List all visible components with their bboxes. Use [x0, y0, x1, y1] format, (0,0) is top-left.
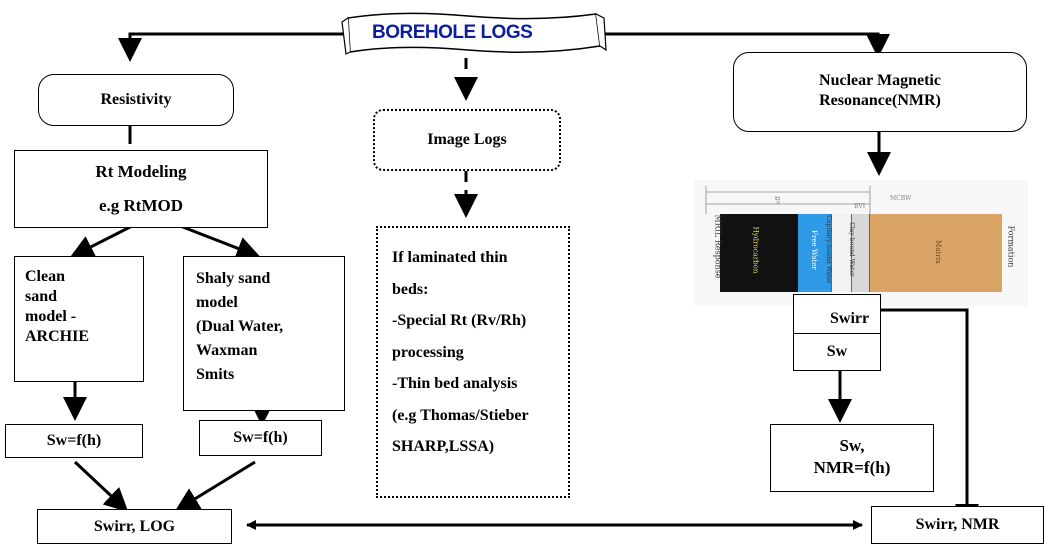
- laminated-line: beds:: [392, 280, 429, 298]
- image-logs-label: Image Logs: [427, 131, 507, 148]
- sw-nmr-line: Sw,: [839, 436, 865, 455]
- clean-sand-line: sand: [25, 288, 58, 305]
- nmr-figure-svg: eff BVI MCBW: [705, 186, 912, 214]
- banner-scroll: [341, 12, 607, 55]
- nmr-line: Nuclear Magnetic: [819, 72, 941, 89]
- wire-banner-nmr: [598, 32, 890, 58]
- shaly-sand-line: (Dual Water,: [196, 318, 284, 335]
- sw-clean-label: Sw=f(h): [46, 432, 102, 449]
- sw-shaly-label: Sw=f(h): [233, 429, 288, 446]
- nmr-label-capillary: Capillary-bound Water: [824, 215, 832, 284]
- swirr-label: Swirr: [830, 310, 870, 327]
- wire-banner-resistivity: [118, 32, 348, 62]
- nmr-line: Resonance(NMR): [819, 92, 941, 109]
- clean-sand-line: Clean: [25, 268, 65, 285]
- shaly-sand-box: Shaly sand model (Dual Water, Waxman Smi…: [183, 256, 345, 411]
- swirr-box: Swirr: [793, 294, 881, 334]
- resistivity-box: Resistivity: [38, 74, 234, 126]
- wire-swclean-log: [73, 460, 129, 513]
- nmr-label-matrix: Matrix: [933, 240, 942, 264]
- clean-sand-line: model -: [25, 308, 77, 325]
- sw-box: Sw: [793, 333, 881, 371]
- nmr-response-figure: eff BVI MCBW MRIL Response Hydrocarbon F…: [694, 180, 1028, 306]
- swirr-log-box: Swirr, LOG: [37, 509, 232, 544]
- laminated-line: -Special Rt (Rv/Rh): [392, 312, 527, 329]
- laminated-line: -Thin bed analysis: [392, 375, 518, 392]
- shaly-sand-line: Smits: [196, 366, 235, 383]
- nmr-label-free-water: Free Water: [809, 230, 818, 270]
- svg-text:BVI: BVI: [854, 203, 866, 210]
- sw-nmr-box: Sw, NMR=f(h): [770, 424, 934, 492]
- swirr-log-label: Swirr, LOG: [93, 517, 176, 535]
- wire-swshaly-log: [174, 460, 256, 512]
- resistivity-label: Resistivity: [100, 91, 172, 108]
- clean-sand-line: ARCHIE: [25, 328, 90, 345]
- swirr-nmr-box: Swirr, NMR: [871, 506, 1044, 544]
- laminated-beds-box: If laminated thin beds: -Special Rt (Rv/…: [376, 226, 570, 498]
- rt-modeling-box: Rt Modeling e.g RtMOD: [14, 150, 268, 228]
- clean-sand-box: Clean sand model - ARCHIE: [14, 256, 144, 382]
- laminated-line: (e.g Thomas/Stieber: [392, 406, 529, 424]
- nmr-segment-clay: [851, 214, 870, 292]
- sw-nmr-line: NMR=f(h): [813, 458, 891, 477]
- sw-clean-box: Sw=f(h): [5, 424, 143, 458]
- shaly-sand-line: Shaly sand: [196, 270, 271, 287]
- nmr-side-label-left: MRIL Response: [713, 214, 723, 279]
- sw-shaly-box: Sw=f(h): [199, 420, 322, 456]
- banner-title: BOREHOLE LOGS: [372, 22, 533, 43]
- laminated-line: SHARP,LSSA): [392, 438, 495, 455]
- shaly-sand-line: model: [196, 294, 238, 311]
- image-logs-box: Image Logs: [373, 109, 561, 171]
- svg-text:eff: eff: [775, 195, 782, 204]
- laminated-line: If laminated thin: [392, 249, 508, 266]
- swirr-nmr-label: Swirr, NMR: [915, 516, 1000, 533]
- nmr-segment-free-water: [798, 214, 831, 292]
- wire-swirr-swirrnmr: [880, 308, 979, 528]
- laminated-line: processing: [392, 343, 464, 361]
- shaly-sand-line: Waxman: [196, 342, 258, 359]
- nmr-box: Nuclear Magnetic Resonance(NMR): [733, 52, 1027, 132]
- nmr-label-clay: Clay-bound Water: [847, 222, 855, 277]
- sw-label: Sw: [826, 343, 848, 360]
- svg-text:MCBW: MCBW: [890, 195, 912, 202]
- rt-modeling-title: Rt Modeling: [95, 162, 187, 181]
- nmr-label-hydrocarbon: Hydrocarbon: [751, 226, 760, 274]
- nmr-segment-capillary: [831, 214, 852, 292]
- nmr-segment-matrix: [869, 214, 1002, 292]
- nmr-side-label-right: Formation: [1006, 225, 1016, 268]
- nmr-segment-hydrocarbon: [720, 214, 798, 292]
- rt-modeling-example: e.g RtMOD: [98, 196, 184, 215]
